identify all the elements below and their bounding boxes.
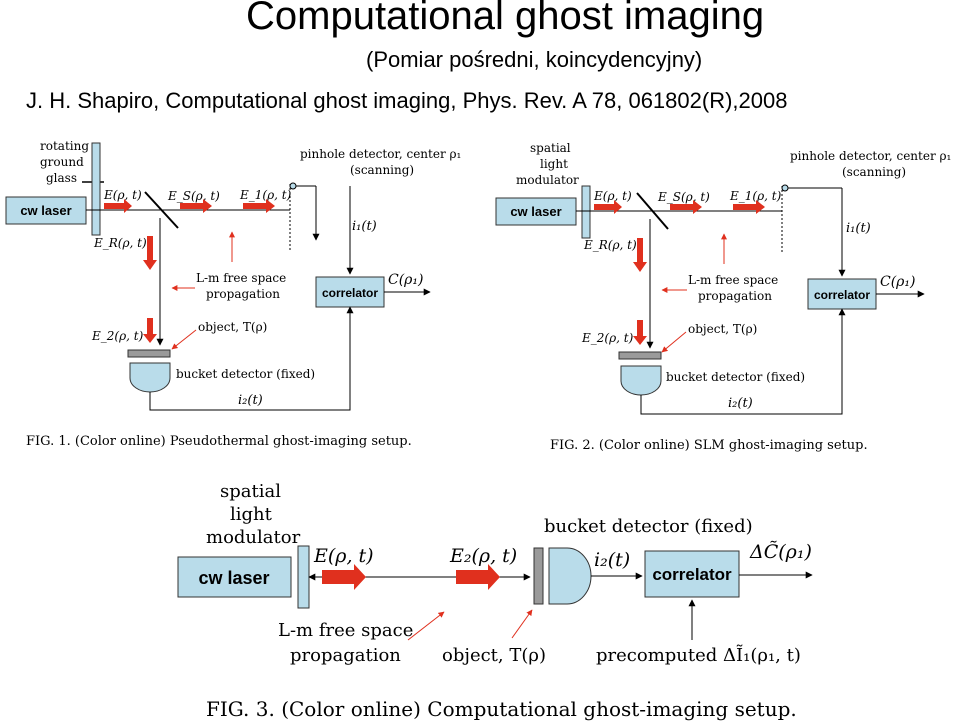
fig1-bucket-detector bbox=[129, 362, 171, 393]
fig3-bucket-label: bucket detector (fixed) bbox=[544, 516, 753, 537]
fig1-caption: FIG. 1. (Color online) Pseudothermal gho… bbox=[26, 434, 412, 449]
fig1-bucket-label: bucket detector (fixed) bbox=[176, 367, 315, 381]
fig2-i2-wire bbox=[640, 308, 846, 415]
page-title: Computational ghost imaging bbox=[246, 0, 765, 38]
fig2-pinhole bbox=[781, 184, 789, 192]
fig2-red-arrow-e1 bbox=[733, 200, 765, 214]
fig2-object-pointer bbox=[661, 331, 687, 353]
fig2-propagation-label: propagation bbox=[698, 289, 772, 303]
fig3-caption: FIG. 3. (Color online) Computational gho… bbox=[206, 697, 797, 721]
fig2-i1-label: i₁(t) bbox=[846, 221, 871, 236]
fig3-bucket-detector bbox=[548, 547, 592, 605]
fig1-object-label: object, T(ρ) bbox=[198, 320, 267, 334]
fig3-propagation-label: propagation bbox=[290, 645, 401, 666]
fig2-slm bbox=[581, 185, 591, 239]
figure-1: rotating ground glass cw laser E(ρ, t) E… bbox=[5, 139, 461, 449]
fig3-object-label: object, T(ρ) bbox=[442, 645, 546, 666]
fig2-free-space-label: L-m free space bbox=[688, 273, 778, 287]
fig2-caption: FIG. 2. (Color online) SLM ghost-imaging… bbox=[550, 438, 868, 453]
fig1-ground-glass bbox=[91, 142, 101, 236]
fig3-precomputed-label: precomputed ΔĨ₁(ρ₁, t) bbox=[596, 644, 801, 666]
fig1-free-space-label: L-m free space bbox=[196, 271, 286, 285]
fig3-object-mask bbox=[533, 547, 544, 605]
fig2-er-label: E_R(ρ, t) bbox=[583, 238, 637, 252]
figure-3: spatial light modulator cw laser E(ρ, t)… bbox=[177, 481, 813, 721]
fig2-cw-laser-label: cw laser bbox=[510, 204, 561, 219]
figure-2: spatial light modulator cw laser E(ρ, t)… bbox=[495, 141, 951, 453]
fig1-e1-label: E_1(ρ, t) bbox=[239, 188, 292, 202]
fig1-ground-label: ground bbox=[40, 155, 84, 169]
fig2-red-arrow-es bbox=[670, 200, 702, 214]
fig1-propagation-label: propagation bbox=[206, 287, 280, 301]
fig3-free-space-label: L-m free space bbox=[278, 620, 413, 641]
fig3-cw-laser-box bbox=[177, 556, 292, 598]
fig2-slm-label-3: modulator bbox=[516, 173, 579, 187]
fig1-object-pointer bbox=[171, 329, 197, 350]
fig1-i2-label: i₂(t) bbox=[238, 393, 263, 408]
fig1-scanning-label: (scanning) bbox=[350, 163, 414, 177]
fig2-object-label: object, T(ρ) bbox=[688, 322, 757, 336]
fig2-correlator-box bbox=[807, 278, 877, 310]
fig2-correlator-label: correlator bbox=[814, 288, 870, 302]
fig1-glass-label: glass bbox=[46, 171, 77, 185]
fig1-es-label: E_S(ρ, t) bbox=[167, 189, 220, 203]
fig1-e-field-label: E(ρ, t) bbox=[103, 188, 142, 202]
fig3-delta-c-label: ΔC̃(ρ₁) bbox=[749, 541, 812, 563]
fig3-object-pointer bbox=[511, 609, 533, 639]
fig2-e2-label: E_2(ρ, t) bbox=[581, 331, 634, 345]
fig3-e2-label: E₂(ρ, t) bbox=[449, 545, 517, 567]
fig3-slm-label-1: spatial bbox=[220, 481, 281, 502]
fig1-correlator-box bbox=[315, 276, 385, 308]
fig3-slm bbox=[297, 545, 310, 609]
fig1-pinhole-label: pinhole detector, center ρ₁ bbox=[300, 147, 461, 161]
fig3-free-space-pointer bbox=[407, 611, 445, 641]
fig1-e2-label: E_2(ρ, t) bbox=[91, 329, 144, 343]
fig1-red-arrow-e bbox=[104, 199, 132, 213]
fig3-slm-label-3: modulator bbox=[206, 527, 301, 548]
citation: J. H. Shapiro, Computational ghost imagi… bbox=[26, 88, 788, 113]
fig1-beamsplitter bbox=[144, 191, 179, 229]
fig3-e-field-label: E(ρ, t) bbox=[313, 545, 374, 567]
fig1-c-rho-label: C(ρ₁) bbox=[388, 272, 423, 288]
fig3-slm-label-2: light bbox=[230, 504, 273, 525]
fig1-cw-laser-label: cw laser bbox=[20, 203, 71, 218]
fig1-i2-wire bbox=[149, 306, 354, 411]
fig1-red-arrow-er bbox=[143, 236, 157, 270]
fig2-cw-laser-box bbox=[495, 197, 577, 226]
fig2-scanning-label: (scanning) bbox=[842, 165, 906, 179]
fig1-rotating-label: rotating bbox=[40, 139, 89, 153]
fig1-red-arrow-e1 bbox=[243, 199, 275, 213]
fig1-red-arrow-e2 bbox=[143, 318, 157, 343]
fig2-i2-label: i₂(t) bbox=[728, 396, 753, 411]
fig3-red-arrow-e bbox=[322, 564, 366, 590]
fig2-object-mask bbox=[618, 351, 662, 360]
fig2-red-arrow-e bbox=[594, 200, 622, 214]
fig3-correlator-box bbox=[644, 550, 740, 598]
fig1-er-label: E_R(ρ, t) bbox=[93, 236, 147, 250]
fig2-e-field-label: E(ρ, t) bbox=[593, 189, 632, 203]
fig2-es-label: E_S(ρ, t) bbox=[657, 190, 710, 204]
fig1-i1-label: i₁(t) bbox=[352, 219, 377, 234]
fig2-slm-label-2: light bbox=[540, 157, 568, 171]
fig3-red-arrow-e2 bbox=[456, 564, 500, 590]
fig1-object-mask bbox=[127, 349, 171, 358]
fig3-correlator-label: correlator bbox=[652, 565, 732, 584]
fig3-cw-laser-label: cw laser bbox=[198, 568, 269, 588]
fig1-correlator-label: correlator bbox=[322, 286, 378, 300]
fig2-pinhole-label: pinhole detector, center ρ₁ bbox=[790, 149, 951, 163]
fig2-slm-label-1: spatial bbox=[530, 141, 571, 155]
fig2-red-arrow-e2 bbox=[633, 320, 647, 345]
fig1-red-arrow-es bbox=[180, 199, 212, 213]
fig2-e1-label: E_1(ρ, t) bbox=[729, 189, 782, 203]
fig2-c-rho-label: C(ρ₁) bbox=[880, 274, 915, 290]
page-subtitle: (Pomiar pośredni, koincydencyjny) bbox=[366, 47, 703, 72]
fig2-beamsplitter bbox=[636, 192, 669, 230]
fig2-red-arrow-er bbox=[633, 238, 647, 272]
fig2-bucket-label: bucket detector (fixed) bbox=[666, 370, 805, 384]
fig2-bucket-detector bbox=[620, 365, 662, 396]
fig3-i2-label: i₂(t) bbox=[594, 549, 630, 571]
